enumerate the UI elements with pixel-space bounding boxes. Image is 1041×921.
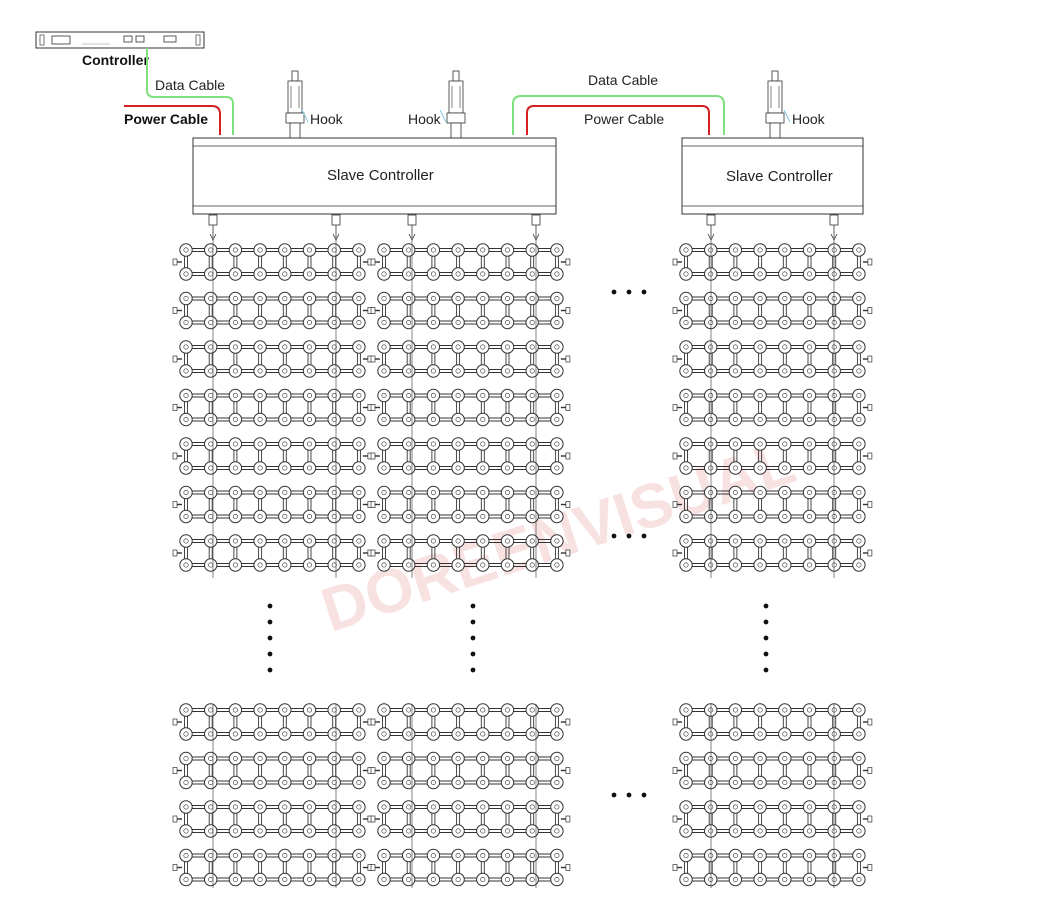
hook-label-3: Hook [792, 111, 826, 127]
connector-icon [706, 214, 716, 241]
led-mesh-strip [172, 437, 373, 475]
ellipsis-dot [763, 651, 769, 657]
led-mesh-strip [370, 340, 571, 378]
hook-icon [446, 70, 466, 139]
power-cable-right [526, 105, 710, 135]
ellipsis-dot [470, 619, 476, 625]
led-mesh-strip [672, 848, 873, 887]
connector-icon [208, 214, 218, 241]
ellipsis-dot [611, 533, 617, 539]
led-mesh-strip [370, 388, 571, 427]
led-mesh-strip [672, 388, 873, 427]
led-mesh-strip [172, 800, 373, 838]
ellipsis-dot [626, 792, 632, 798]
ellipsis-dot [641, 792, 647, 798]
led-mesh-strip [672, 751, 873, 790]
led-mesh-strip [370, 703, 571, 741]
led-mesh-strip [370, 800, 571, 838]
connector-icon [331, 214, 341, 241]
hook-label-2: Hook [408, 111, 442, 127]
hook-icon [765, 70, 785, 139]
led-mesh-strip [172, 703, 373, 741]
led-mesh-strip [172, 751, 373, 790]
power-cable-left-label: Power Cable [124, 111, 208, 127]
ellipsis-dot [611, 289, 617, 295]
power-cable-left [124, 105, 221, 135]
ellipsis-dot [470, 603, 476, 609]
led-mesh-strip [172, 485, 373, 524]
slave-controller-1-label: Slave Controller [327, 167, 434, 184]
data-cable-left [146, 48, 234, 135]
led-mesh-strip [172, 848, 373, 887]
hook-icon [285, 70, 305, 139]
ellipsis-dot [641, 289, 647, 295]
ellipsis-dot [267, 619, 273, 625]
ellipsis-dot [611, 792, 617, 798]
ellipsis-dot [470, 651, 476, 657]
ellipsis-dot [641, 533, 647, 539]
led-mesh-strip [672, 243, 873, 281]
led-mesh-strip [370, 437, 571, 475]
ellipsis-dot [470, 667, 476, 673]
ellipsis-dot [267, 603, 273, 609]
led-mesh-grid [172, 240, 873, 888]
data-cable-right-label: Data Cable [588, 72, 658, 88]
data-cable-right [512, 95, 725, 135]
ellipsis-dot [763, 603, 769, 609]
led-mesh-strip [172, 291, 373, 330]
led-mesh-strip [672, 340, 873, 378]
led-mesh-strip [672, 703, 873, 741]
led-mesh-strip [172, 388, 373, 427]
ellipsis-dot [267, 667, 273, 673]
connector-icon [531, 214, 541, 241]
rack-controller-icon [35, 31, 205, 49]
led-mesh-strip [672, 291, 873, 330]
hook-label-1: Hook [310, 111, 344, 127]
led-mesh-strip [370, 291, 571, 330]
ellipsis-dot [267, 651, 273, 657]
led-mesh-strip [370, 485, 571, 524]
slave-controller-2: Slave Controller [681, 137, 864, 215]
led-mesh-strip [172, 534, 373, 572]
led-mesh-strip [370, 848, 571, 887]
controller-unit [35, 31, 205, 49]
hooks [285, 70, 785, 139]
ellipsis-dot [763, 667, 769, 673]
continuation-dots [267, 289, 769, 798]
connector-icon [829, 214, 839, 241]
ellipsis-dot [470, 635, 476, 641]
led-mesh-strip [672, 800, 873, 838]
slave-controller-2-label: Slave Controller [726, 168, 833, 185]
power-cable-right-label: Power Cable [584, 111, 664, 127]
led-mesh-strip [370, 751, 571, 790]
ellipsis-dot [763, 619, 769, 625]
ellipsis-dot [626, 533, 632, 539]
ellipsis-dot [763, 635, 769, 641]
ellipsis-dot [626, 289, 632, 295]
data-cable-left-label: Data Cable [155, 77, 225, 93]
controller-label: Controller [82, 52, 149, 68]
led-mesh-strip [172, 243, 373, 281]
led-mesh-strip [672, 485, 873, 524]
led-mesh-strip [672, 534, 873, 572]
connectors [208, 214, 839, 241]
led-mesh-strip [370, 534, 571, 572]
led-mesh-strip [370, 243, 571, 281]
led-mesh-strip [172, 340, 373, 378]
led-mesh-strip [672, 437, 873, 475]
slave-controller-1: Slave Controller [192, 137, 557, 215]
connector-icon [407, 214, 417, 241]
ellipsis-dot [267, 635, 273, 641]
